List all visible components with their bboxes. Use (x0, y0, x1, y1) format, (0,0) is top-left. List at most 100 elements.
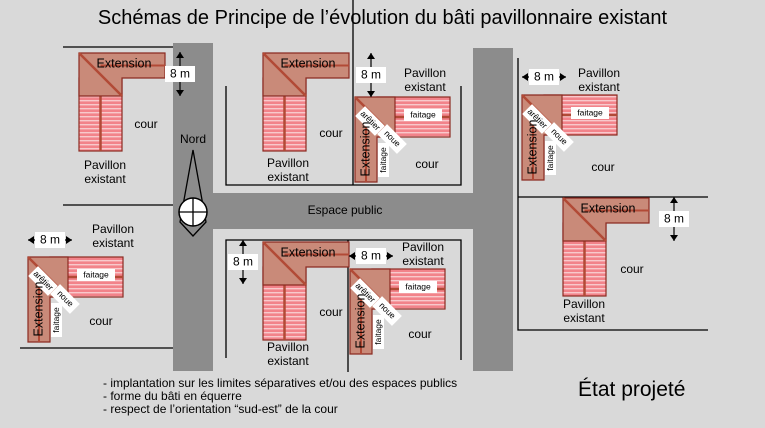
extension-label: Extension (358, 122, 372, 177)
label-bg (77, 269, 115, 281)
dimension-label: 8 m (361, 68, 381, 82)
label-bg (372, 296, 402, 326)
dimension-bg (356, 67, 386, 83)
compass (178, 149, 208, 237)
house-extension-top: Extension (562, 197, 650, 297)
arrow-head (522, 73, 528, 81)
arrow-head (239, 278, 247, 284)
arrow-head (367, 53, 375, 59)
dimension-label: 8 m (361, 249, 381, 263)
label-bg (378, 143, 389, 177)
road-center (213, 193, 473, 229)
faitage-label: faitage (83, 269, 109, 279)
pavillon-label: Pavillon (402, 240, 444, 254)
note-line: - forme du bâti en équerre (103, 389, 242, 403)
cour-label: cour (89, 314, 112, 328)
note-line: - respect de l’orientation “sud-est” de … (103, 402, 338, 416)
extension-block (262, 52, 350, 97)
state-label: État projeté (578, 378, 686, 401)
cour-label: cour (319, 305, 342, 319)
public-space-label: Espace public (308, 203, 383, 217)
label-bg (373, 315, 384, 349)
arrow-head (176, 52, 184, 58)
dimension-8m: 8 m (522, 69, 566, 85)
dimension-label: 8 m (233, 255, 253, 269)
label-bg (377, 124, 407, 154)
dimension-8m: 8 m (28, 232, 72, 248)
cour-label: cour (591, 160, 614, 174)
existant-label: existant (563, 311, 605, 325)
hip-line (262, 52, 307, 97)
notes-list: - implantation sur les limites séparativ… (103, 377, 457, 416)
cour-label: cour (134, 117, 157, 131)
arrow-head (670, 197, 678, 203)
faitage-label: faitage (405, 281, 431, 291)
pavillon-label: Pavillon (404, 66, 446, 80)
pavillon-label: Pavillon (267, 340, 309, 354)
dimension-bg (228, 254, 258, 270)
label-bg (522, 104, 552, 134)
road-east (473, 48, 513, 371)
extension-label: Extension (281, 56, 336, 70)
arrow-head (670, 235, 678, 241)
arrow-head (367, 91, 375, 97)
faitage-label: faitage (545, 145, 555, 171)
north-label: Nord (180, 132, 206, 146)
existant-label: existant (404, 80, 446, 94)
cour-label: cour (620, 262, 643, 276)
existant-label: existant (84, 172, 126, 186)
dimension-label: 8 m (534, 70, 554, 84)
dimension-8m: 8 m (349, 248, 393, 264)
faitage-label: faitage (410, 109, 436, 119)
label-bg (28, 266, 58, 296)
cour-label: cour (319, 126, 342, 140)
arrow-head (176, 90, 184, 96)
extension-label: Extension (97, 56, 152, 70)
arrow-head (28, 236, 34, 244)
extension-label: Extension (353, 294, 367, 349)
label-bg (544, 122, 574, 152)
extension-block (562, 197, 650, 242)
pavillon-label: Pavillon (267, 156, 309, 170)
faitage-label: faitage (577, 107, 603, 117)
arrow-head (387, 252, 393, 260)
dimension-label: 8 m (664, 212, 684, 226)
pavillon-label: Pavillon (92, 222, 134, 236)
pavillon-label: Pavillon (563, 297, 605, 311)
label-bg (50, 284, 80, 314)
existant-label: existant (92, 236, 134, 250)
existant-label: existant (267, 354, 309, 368)
faitage-label: faitage (51, 307, 61, 333)
dimension-8m: 8 m (356, 53, 386, 97)
dimension-bg (165, 66, 195, 82)
dimension-8m: 8 m (228, 240, 258, 284)
dimension-8m: 8 m (659, 197, 689, 241)
house-extension-top: Extension (262, 241, 350, 341)
arrow-head (66, 236, 72, 244)
existant-label: existant (578, 80, 620, 94)
extension-block (262, 241, 350, 286)
plan-labels: PavillonexistantPavillonexistantPavillon… (84, 66, 644, 368)
dimension-bg (35, 232, 65, 248)
hip-line (78, 52, 123, 97)
faitage-label: faitage (378, 147, 388, 173)
arrow-head (349, 252, 355, 260)
existant-label: existant (402, 254, 444, 268)
extension-label: Extension (281, 245, 336, 259)
arrow-head (560, 73, 566, 81)
label-bg (350, 278, 380, 308)
label-bg (404, 109, 442, 121)
label-bg (51, 303, 62, 337)
extension-block (78, 52, 166, 97)
hip-line (562, 197, 607, 242)
diagram-title: Schémas de Principe de l’évolution du bâ… (97, 7, 668, 29)
label-bg (355, 106, 385, 136)
faitage-label: faitage (373, 319, 383, 345)
house-extension-top: Extension (262, 52, 350, 152)
